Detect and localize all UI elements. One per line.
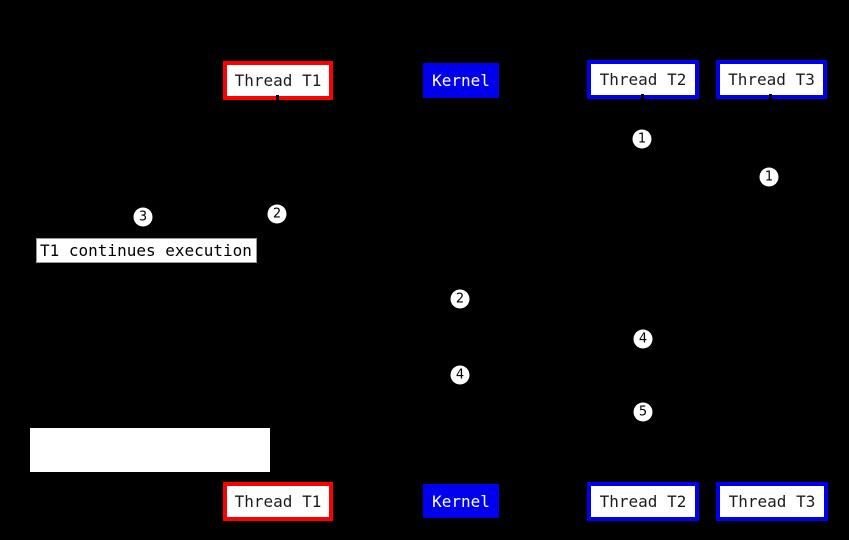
step-marker-1: 1: [632, 129, 652, 149]
kernel-label: Kernel: [432, 71, 490, 90]
step-marker-4: 4: [633, 329, 653, 349]
thread-t1-label: Thread T1: [234, 71, 322, 90]
step-marker-4: 4: [450, 365, 470, 385]
thread-t3-label: Thread T3: [728, 492, 816, 511]
kernel-label: Kernel: [432, 491, 490, 511]
blank-label-box: [30, 428, 270, 472]
step-marker-3: 3: [133, 207, 153, 227]
thread-t2-box-bottom: Thread T2: [587, 482, 699, 521]
thread-t3-label: Thread T3: [728, 70, 815, 89]
lifeline-notch: [769, 94, 772, 100]
lifeline-notch: [276, 95, 279, 101]
kernel-box-top: Kernel: [423, 63, 499, 98]
thread-t3-box-top: Thread T3: [716, 60, 827, 99]
kernel-box-bottom: Kernel: [423, 484, 499, 518]
step-marker-2: 2: [450, 289, 470, 309]
thread-t1-box-bottom: Thread T1: [223, 482, 333, 521]
thread-t2-label: Thread T2: [599, 70, 687, 89]
lifeline-notch: [641, 94, 644, 100]
thread-t2-label: Thread T2: [599, 492, 687, 511]
step-marker-1: 1: [759, 167, 779, 187]
step-marker-5: 5: [633, 402, 653, 422]
thread-t1-label: Thread T1: [234, 492, 322, 511]
t1-continues-annotation: T1 continues execution: [36, 238, 257, 263]
thread-t3-box-bottom: Thread T3: [716, 482, 828, 521]
step-marker-2: 2: [267, 204, 287, 224]
annotation-text: T1 continues execution: [40, 241, 252, 260]
